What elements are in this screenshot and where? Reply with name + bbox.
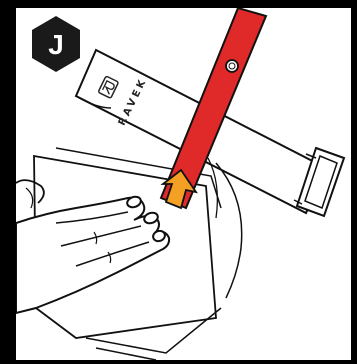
step-label: J: [48, 29, 64, 60]
instruction-scene: RAVEK: [16, 8, 351, 360]
left-border: [0, 0, 16, 364]
illustration-panel: RAVEK: [16, 8, 351, 360]
step-badge: J: [32, 16, 80, 72]
